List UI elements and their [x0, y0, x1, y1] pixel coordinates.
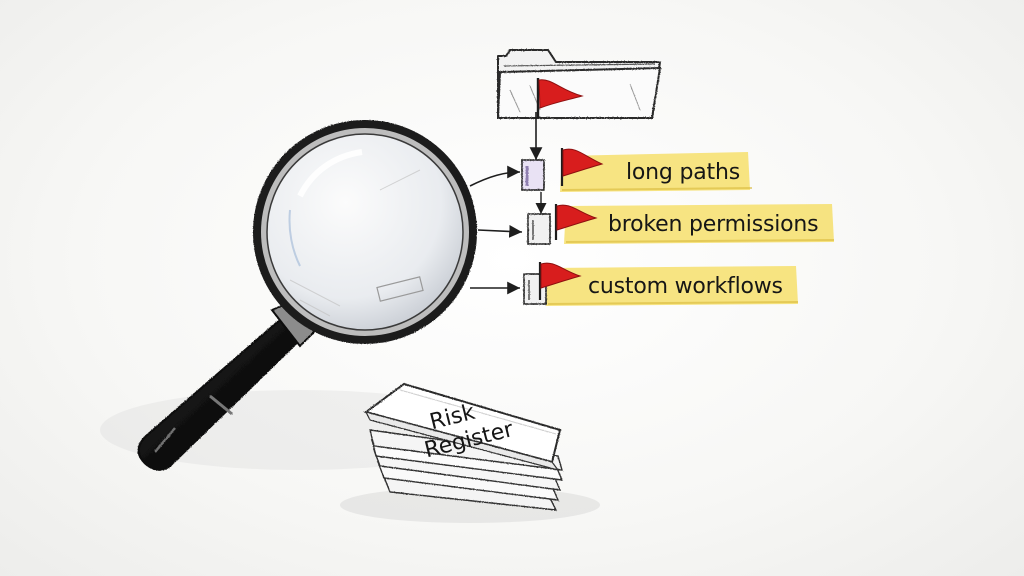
connector-arrow [477, 225, 523, 238]
highlight-bar [560, 152, 750, 192]
risk-item-label: broken permissions [608, 212, 818, 237]
risk-item-long-paths: long paths [521, 148, 753, 192]
risk-item-custom-workflows: custom workflows [523, 262, 799, 306]
flag-icon [538, 262, 582, 300]
flag-icon [554, 204, 598, 240]
folder-icon [496, 49, 662, 119]
highlight-bar [546, 266, 798, 306]
file-icon [521, 159, 545, 191]
risk-item-label: long paths [626, 160, 740, 185]
risk-item-broken-permissions: broken permissions [527, 204, 835, 245]
risk-item-label: custom workflows [588, 274, 783, 299]
connector-arrow [469, 165, 521, 187]
file-icon [527, 213, 551, 245]
document-stack-icon [363, 382, 564, 511]
flag-icon [536, 78, 584, 118]
magnifying-glass-icon [137, 120, 477, 471]
flag-icon [560, 148, 604, 186]
highlight-bar [564, 204, 834, 244]
